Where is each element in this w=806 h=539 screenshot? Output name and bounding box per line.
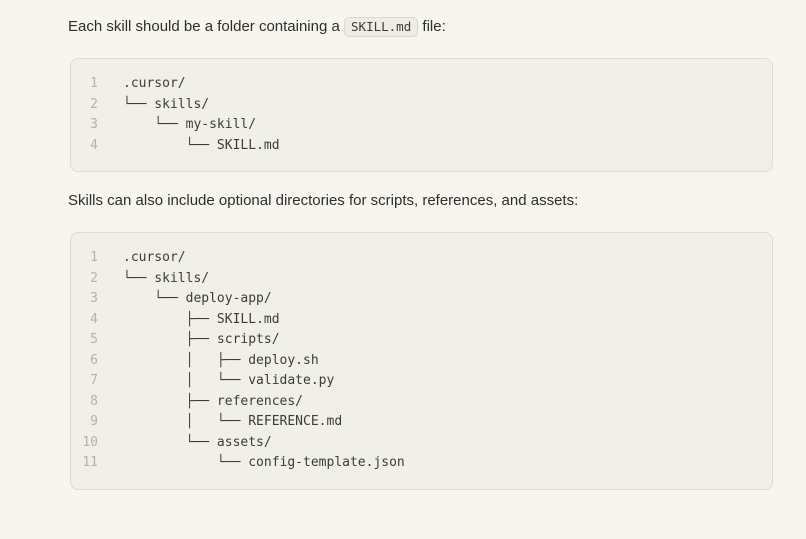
code-line: 5 ├── scripts/ [71, 330, 772, 351]
code-text: │ └── REFERENCE.md [123, 414, 343, 429]
code-line: 6 │ ├── deploy.sh [71, 351, 772, 372]
code-block-skill-structure: 1 .cursor/2 └── skills/3 └── my-skill/4 └─… [70, 58, 773, 172]
intro-paragraph-suffix: file: [418, 18, 446, 35]
code-text: │ └── validate.py [123, 373, 335, 388]
line-number: 5 [90, 332, 98, 347]
code-text: └── my-skill/ [123, 117, 257, 132]
code-line: 11 └── config-template.json [71, 453, 772, 474]
optional-directories-paragraph: Skills can also include optional directo… [68, 192, 579, 209]
code-line: 10 └── assets/ [71, 433, 772, 454]
line-number: 4 [90, 137, 98, 153]
code-block-optional-directories: 1 .cursor/2 └── skills/3 └── deploy-app/4 … [70, 232, 773, 490]
code-line: 1 .cursor/ [71, 74, 772, 95]
code-line: 3 └── deploy-app/ [71, 289, 772, 310]
line-number: 1 [90, 76, 98, 91]
line-number: 1 [90, 250, 98, 265]
code-line: 3 └── my-skill/ [71, 115, 772, 136]
inline-code-skill-md: SKILL.md [344, 17, 419, 37]
line-number: 3 [90, 117, 98, 132]
code-text: └── config-template.json [123, 455, 405, 470]
code-line: 1 .cursor/ [71, 248, 772, 269]
intro-paragraph: Each skill should be a folder containing… [68, 0, 773, 38]
intro-paragraph-prefix: Each skill should be a folder containing… [68, 18, 345, 35]
code-text: .cursor/ [123, 76, 186, 91]
code-line: 8 ├── references/ [71, 392, 772, 413]
line-number: 6 [90, 352, 98, 368]
line-number: 3 [90, 291, 98, 306]
code-text: ├── SKILL.md [123, 311, 280, 327]
line-number: 9 [90, 414, 98, 429]
code-text: ├── scripts/ [123, 332, 280, 347]
line-number: 11 [82, 455, 98, 470]
line-number: 7 [90, 373, 98, 388]
code-line: 2 └── skills/ [71, 95, 772, 116]
code-text: │ ├── deploy.sh [123, 352, 319, 368]
code-text: └── skills/ [123, 96, 210, 112]
code-line: 4 ├── SKILL.md [71, 310, 772, 331]
line-number: 8 [90, 393, 98, 409]
line-number: 2 [90, 96, 98, 112]
line-number: 2 [90, 270, 98, 286]
code-text: └── deploy-app/ [123, 291, 272, 306]
code-line: 4 └── SKILL.md [71, 136, 772, 157]
code-text: └── assets/ [123, 434, 272, 450]
line-number: 10 [82, 434, 98, 450]
code-line: 9 │ └── REFERENCE.md [71, 412, 772, 433]
code-text: ├── references/ [123, 393, 304, 409]
code-line: 7 │ └── validate.py [71, 371, 772, 392]
code-line: 2 └── skills/ [71, 269, 772, 290]
code-text: └── skills/ [123, 270, 210, 286]
line-number: 4 [90, 311, 98, 327]
code-text: .cursor/ [123, 250, 186, 265]
code-text: └── SKILL.md [123, 137, 280, 153]
